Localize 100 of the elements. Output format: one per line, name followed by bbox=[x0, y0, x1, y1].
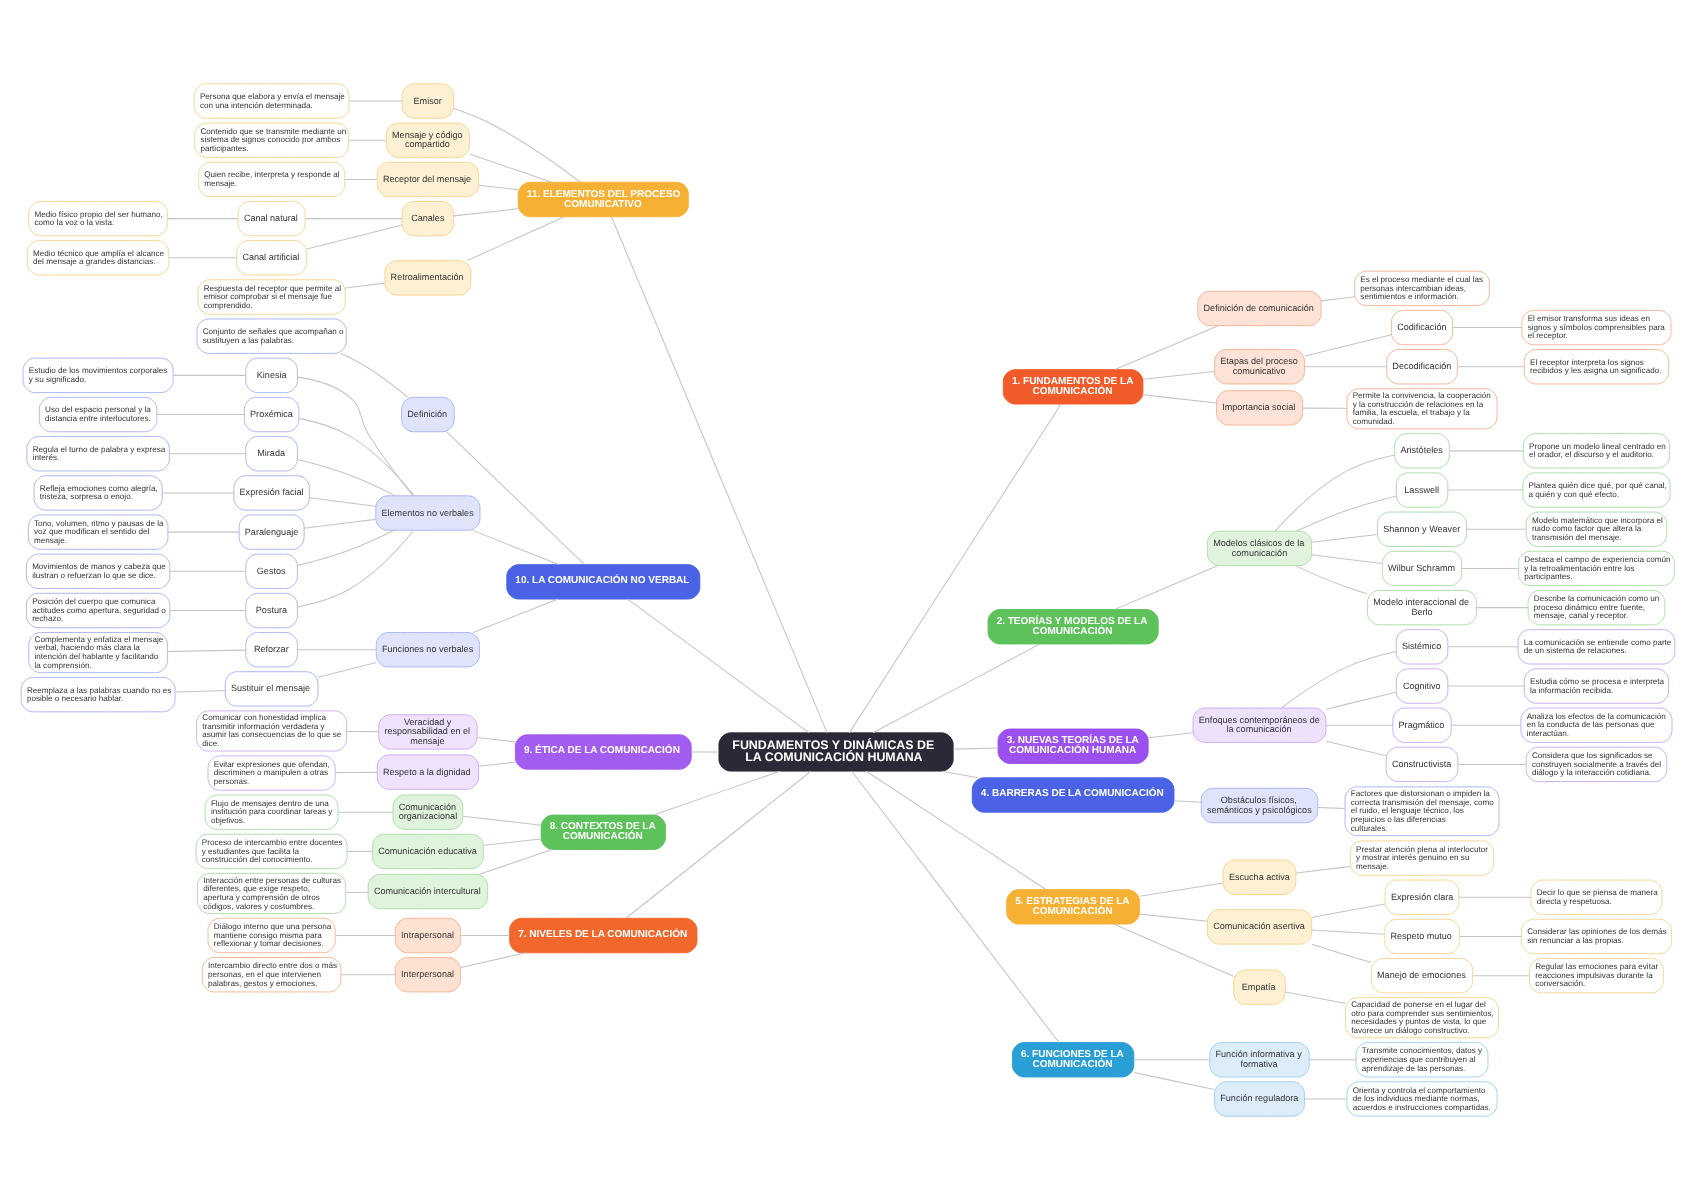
connector bbox=[653, 769, 781, 815]
connector bbox=[1311, 553, 1383, 564]
connector bbox=[1476, 606, 1529, 608]
connector bbox=[334, 770, 378, 773]
connector bbox=[1325, 690, 1397, 709]
connector bbox=[1295, 865, 1351, 873]
connector bbox=[1452, 326, 1523, 328]
connector bbox=[1311, 902, 1386, 917]
connector bbox=[446, 430, 585, 564]
connector bbox=[627, 597, 810, 733]
connector bbox=[297, 648, 377, 650]
connector bbox=[309, 496, 377, 506]
connector bbox=[172, 373, 247, 375]
connector bbox=[476, 735, 516, 742]
connector bbox=[169, 609, 247, 611]
connector bbox=[1114, 324, 1219, 369]
connector bbox=[167, 530, 240, 532]
connector bbox=[1114, 564, 1219, 609]
connector bbox=[297, 375, 414, 496]
connector bbox=[1309, 1058, 1357, 1060]
connector bbox=[691, 750, 720, 752]
connector bbox=[169, 569, 247, 571]
connector bbox=[337, 810, 394, 812]
connector bbox=[1325, 723, 1394, 725]
connector bbox=[168, 256, 238, 258]
connector bbox=[1142, 370, 1216, 379]
connector bbox=[344, 281, 385, 288]
connector bbox=[1302, 406, 1348, 408]
connector bbox=[174, 688, 226, 692]
connector bbox=[1139, 912, 1208, 921]
connector bbox=[297, 529, 415, 607]
connector bbox=[304, 217, 403, 219]
connector bbox=[168, 452, 247, 454]
connector bbox=[1449, 449, 1524, 451]
connector bbox=[462, 814, 542, 825]
connector bbox=[1465, 527, 1527, 529]
connector bbox=[344, 177, 378, 179]
connector bbox=[317, 661, 377, 677]
connector bbox=[1450, 723, 1522, 725]
connector bbox=[306, 223, 403, 249]
connector bbox=[1311, 928, 1386, 934]
connector bbox=[478, 183, 519, 190]
connector bbox=[1113, 922, 1234, 976]
connector bbox=[1294, 564, 1368, 594]
connector bbox=[460, 934, 510, 936]
connector bbox=[848, 402, 1062, 733]
connector bbox=[167, 217, 239, 219]
connector bbox=[952, 746, 999, 749]
connector bbox=[1317, 806, 1346, 809]
connector bbox=[167, 648, 246, 651]
connector bbox=[1325, 739, 1387, 756]
connector bbox=[1296, 494, 1397, 531]
connector bbox=[1274, 453, 1396, 531]
connector bbox=[298, 416, 415, 496]
connector bbox=[872, 642, 1041, 733]
connector bbox=[340, 973, 396, 975]
connector bbox=[472, 597, 559, 632]
connector bbox=[1133, 1058, 1211, 1060]
connector bbox=[1447, 645, 1519, 647]
connector bbox=[1285, 990, 1346, 1003]
connector bbox=[478, 847, 553, 874]
connector bbox=[483, 837, 542, 845]
connector bbox=[303, 517, 377, 528]
connector bbox=[1311, 942, 1372, 962]
connector bbox=[1173, 799, 1202, 802]
connector bbox=[1459, 934, 1522, 936]
connector bbox=[851, 769, 1060, 1042]
connector bbox=[1456, 365, 1525, 367]
connector bbox=[156, 413, 245, 415]
connector bbox=[1139, 881, 1224, 896]
connector bbox=[346, 849, 373, 851]
connector bbox=[1311, 532, 1378, 542]
connector bbox=[625, 769, 812, 918]
connector bbox=[453, 106, 581, 182]
connector bbox=[1461, 566, 1519, 568]
connector bbox=[1133, 1070, 1215, 1090]
connector bbox=[478, 760, 516, 766]
connector bbox=[453, 207, 519, 216]
connector bbox=[345, 890, 369, 893]
connector bbox=[1458, 895, 1532, 897]
connector bbox=[1142, 393, 1217, 403]
connector bbox=[1304, 365, 1388, 367]
connector bbox=[865, 769, 1047, 889]
connector bbox=[1457, 762, 1527, 764]
connector bbox=[466, 215, 565, 260]
connector bbox=[1320, 295, 1356, 301]
connector bbox=[1281, 650, 1397, 708]
connector bbox=[469, 152, 553, 182]
connector bbox=[340, 351, 409, 397]
connector bbox=[1472, 974, 1530, 976]
connector bbox=[348, 138, 387, 140]
connector bbox=[346, 729, 379, 732]
connector bbox=[611, 215, 828, 733]
connector bbox=[472, 528, 560, 565]
connector bbox=[1147, 731, 1194, 738]
connector bbox=[1304, 333, 1392, 356]
connector bbox=[297, 528, 395, 566]
connector bbox=[941, 769, 979, 778]
connector bbox=[334, 934, 396, 936]
connector bbox=[297, 457, 396, 496]
